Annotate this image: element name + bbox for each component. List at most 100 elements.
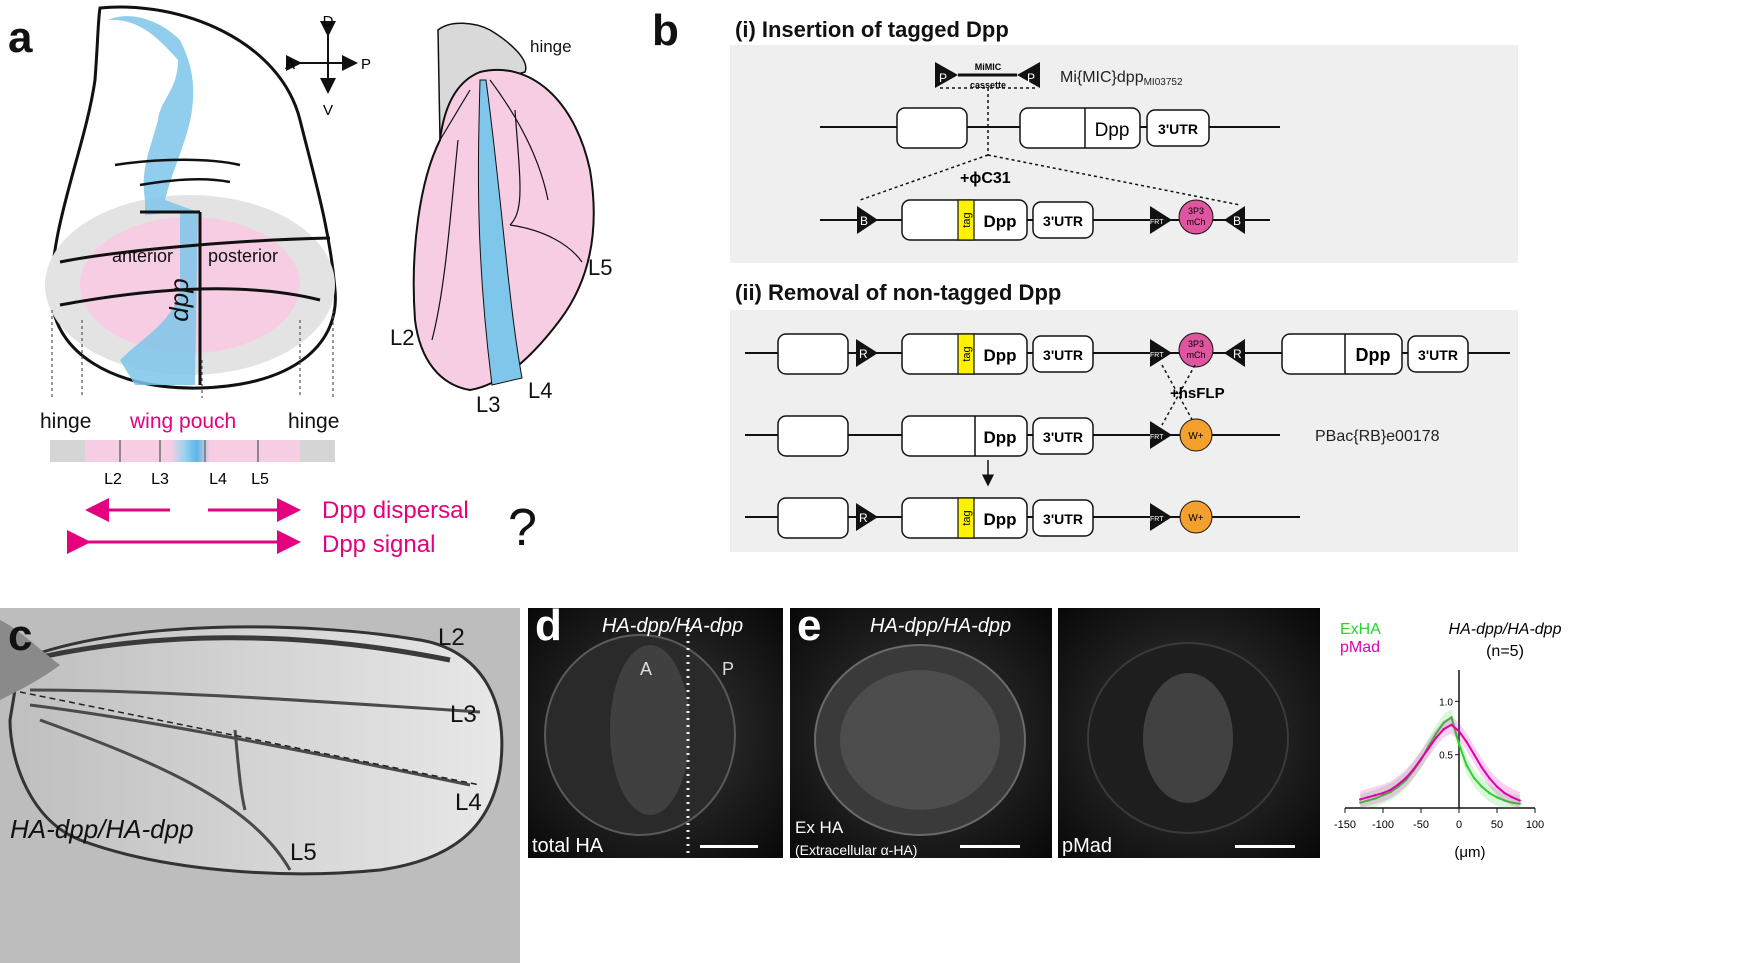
e-stain-line1: Ex HA <box>795 818 844 837</box>
b-site-left: B <box>860 214 868 228</box>
series-point-exha <box>1511 801 1514 804</box>
panel-d <box>528 608 783 858</box>
series-point-exha <box>1442 721 1446 724</box>
series-point-exha <box>1366 799 1370 802</box>
series-point-pmad <box>1404 776 1408 780</box>
question-mark: ? <box>508 499 537 557</box>
e-genotype: HA-dpp/HA-dpp <box>870 615 1011 637</box>
series-line-exha <box>1359 715 1520 805</box>
series-point-exha <box>1465 764 1468 767</box>
b-site-right: B <box>1233 214 1241 228</box>
series-point-pmad <box>1374 794 1377 797</box>
bar-l3: L3 <box>151 471 169 488</box>
chart-subtitle: (n=5) <box>1486 643 1524 660</box>
panel-b: b (i) Insertion of tagged Dpp (ii) Remov… <box>652 6 1518 552</box>
compass-v: V <box>323 102 333 119</box>
gene2-utr: 3'UTR <box>1043 213 1083 229</box>
e-stain2: pMad <box>1062 835 1112 857</box>
profile-chart: ExHA pMad HA-dpp/HA-dpp (n=5) (μm) -150-… <box>1334 621 1562 861</box>
mimic-label: MiMIC <box>975 62 1002 72</box>
series-point-exha <box>1359 801 1362 804</box>
panel-label-e: e <box>797 601 821 650</box>
c-label-l3: L3 <box>450 701 477 728</box>
bar-l5: L5 <box>251 471 269 488</box>
label-dpp-dispersal: Dpp dispersal <box>322 497 469 524</box>
mch-2-line1: 3P3 <box>1188 339 1204 349</box>
wplus-2: W+ <box>1188 513 1203 524</box>
series-point-exha <box>1389 790 1392 794</box>
wing-disc-diagram <box>45 5 337 398</box>
series-point-pmad <box>1450 723 1453 726</box>
label-wing-pouch: wing pouch <box>129 410 236 433</box>
p-site-right: P <box>1027 71 1035 85</box>
panel-e <box>790 608 1320 858</box>
label-l5: L5 <box>588 255 612 280</box>
r-site-2: R <box>1233 347 1242 361</box>
series-point-exha <box>1480 785 1484 788</box>
legend-pmad: pMad <box>1340 639 1380 656</box>
mimic-cassette <box>935 62 1040 88</box>
label-l4: L4 <box>528 378 552 403</box>
label-l2: L2 <box>390 325 414 350</box>
series-point-pmad <box>1442 727 1446 731</box>
series-point-exha <box>1381 794 1385 797</box>
mimic-allele: Mi{MIC}dppMI03752 <box>1060 69 1183 88</box>
series-point-pmad <box>1465 740 1468 744</box>
panel-c <box>0 608 520 963</box>
panel-a: a anterior posterior dpp D V <box>8 5 612 558</box>
label-hinge-right: hinge <box>288 410 339 433</box>
series-point-pmad <box>1473 753 1476 756</box>
d-label-a: A <box>640 659 652 679</box>
p-site-left: P <box>939 71 947 85</box>
chart-x-tick-label: -150 <box>1334 819 1356 831</box>
pbac-label: PBac{RB}e00178 <box>1315 428 1440 445</box>
series-line-pmad <box>1359 723 1521 802</box>
gene2-dpp: Dpp <box>983 212 1016 231</box>
series-point-exha <box>1473 776 1476 780</box>
series-point-pmad <box>1359 798 1362 801</box>
wing-photo <box>8 625 504 876</box>
mch-2-line2: mCh <box>1186 350 1205 360</box>
gene3-dpp: Dpp <box>983 346 1016 365</box>
series-point-pmad <box>1495 785 1499 788</box>
bar-l2: L2 <box>104 471 122 488</box>
title-insertion: (i) Insertion of tagged Dpp <box>735 17 1009 42</box>
chart-x-tick-label: -100 <box>1372 819 1394 831</box>
label-anterior: anterior <box>112 246 173 266</box>
chart-x-tick-label: -50 <box>1413 819 1429 831</box>
mch-1-line1: 3P3 <box>1188 206 1204 216</box>
tag-box-1: tag <box>961 212 973 227</box>
chart-x-tick-label: 0 <box>1456 819 1462 831</box>
series-point-exha <box>1435 732 1438 735</box>
panel-label-b: b <box>652 6 679 55</box>
chart-title: HA-dpp/HA-dpp <box>1449 621 1562 638</box>
compass-icon <box>286 21 358 94</box>
label-wing-hinge: hinge <box>530 37 572 56</box>
series-point-pmad <box>1488 776 1491 780</box>
adult-wing-diagram <box>412 22 595 392</box>
series-point-pmad <box>1457 730 1461 733</box>
series-band-pmad <box>1360 716 1520 808</box>
c-label-l2: L2 <box>438 624 465 651</box>
c-label-l5: L5 <box>290 839 317 866</box>
series-point-pmad <box>1427 747 1430 750</box>
d-genotype: HA-dpp/HA-dpp <box>602 615 743 637</box>
gene4-dpp: Dpp <box>1356 345 1391 365</box>
series-point-pmad <box>1435 736 1438 739</box>
chart-x-tick-label: 50 <box>1491 819 1503 831</box>
series-point-pmad <box>1412 768 1415 771</box>
series-point-pmad <box>1480 766 1484 769</box>
compass-d: D <box>323 13 334 30</box>
c-label-l4: L4 <box>455 789 482 816</box>
chart-y-tick-label: 0.5 <box>1439 751 1453 762</box>
gene1-utr: 3'UTR <box>1158 121 1198 137</box>
compass-p: P <box>361 56 371 73</box>
series-point-pmad <box>1389 788 1392 792</box>
tag-box-3: tag <box>961 510 973 525</box>
gene1-dpp: Dpp <box>1095 120 1130 141</box>
title-removal: (ii) Removal of non-tagged Dpp <box>735 280 1061 305</box>
gene6-dpp: Dpp <box>983 510 1016 529</box>
series-point-exha <box>1374 797 1377 800</box>
series-point-pmad <box>1511 796 1514 799</box>
